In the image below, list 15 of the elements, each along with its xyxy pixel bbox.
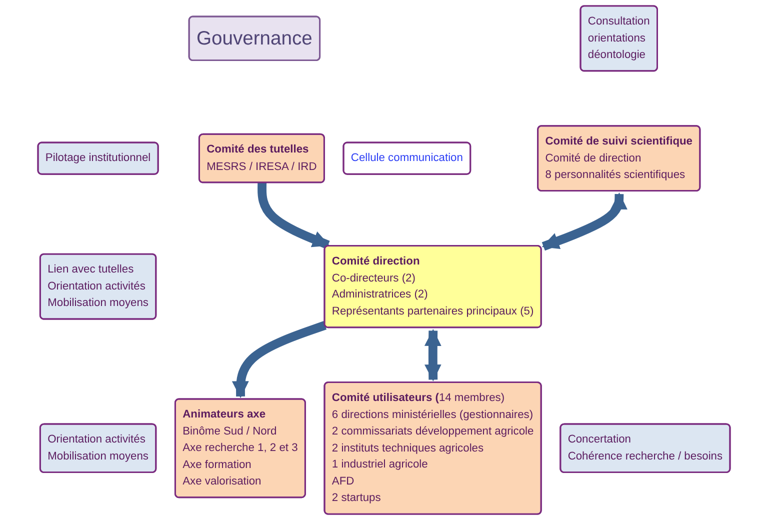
unit-box: Cellule communication xyxy=(342,142,472,175)
committee-box: Comité des tutelles MESRS / IRESA / IRD xyxy=(198,133,325,184)
note-box: Lien avec tutelles Orientation activités Mobilisation moyens xyxy=(39,253,157,320)
note-box: Pilotage institutionnel xyxy=(37,142,159,175)
note-box: Orientation activités Mobilisation moyens xyxy=(39,423,157,474)
note-box: Concertation Cohérence recherche / besoins xyxy=(560,423,731,474)
note-box: Consultation orientations déontologie xyxy=(580,5,658,72)
committee-box: Comité utilisateurs (14 membres) 6 directions ministérielles (gestionnaires) 2 commissariats développement agricole 2 instituts techniques agricoles 1 industriel agricole AFD 2 startups xyxy=(324,382,542,515)
committee-box: Comité de suivi scientifique Comité de direction 8 personnalités scientifiques xyxy=(537,125,701,192)
title-box: Gouvernance xyxy=(188,16,321,62)
double-arrow xyxy=(542,192,628,251)
double-arrow xyxy=(424,329,442,382)
committee-box: Comité direction Co-directeurs (2) Administratrices (2) Représentants partenaires principaux (5) xyxy=(324,244,542,328)
committee-box: Animateurs axe Binôme Sud / Nord Axe recherche 1, 2 et 3 Axe formation Axe valorisation xyxy=(174,398,306,498)
arrow xyxy=(232,321,327,398)
